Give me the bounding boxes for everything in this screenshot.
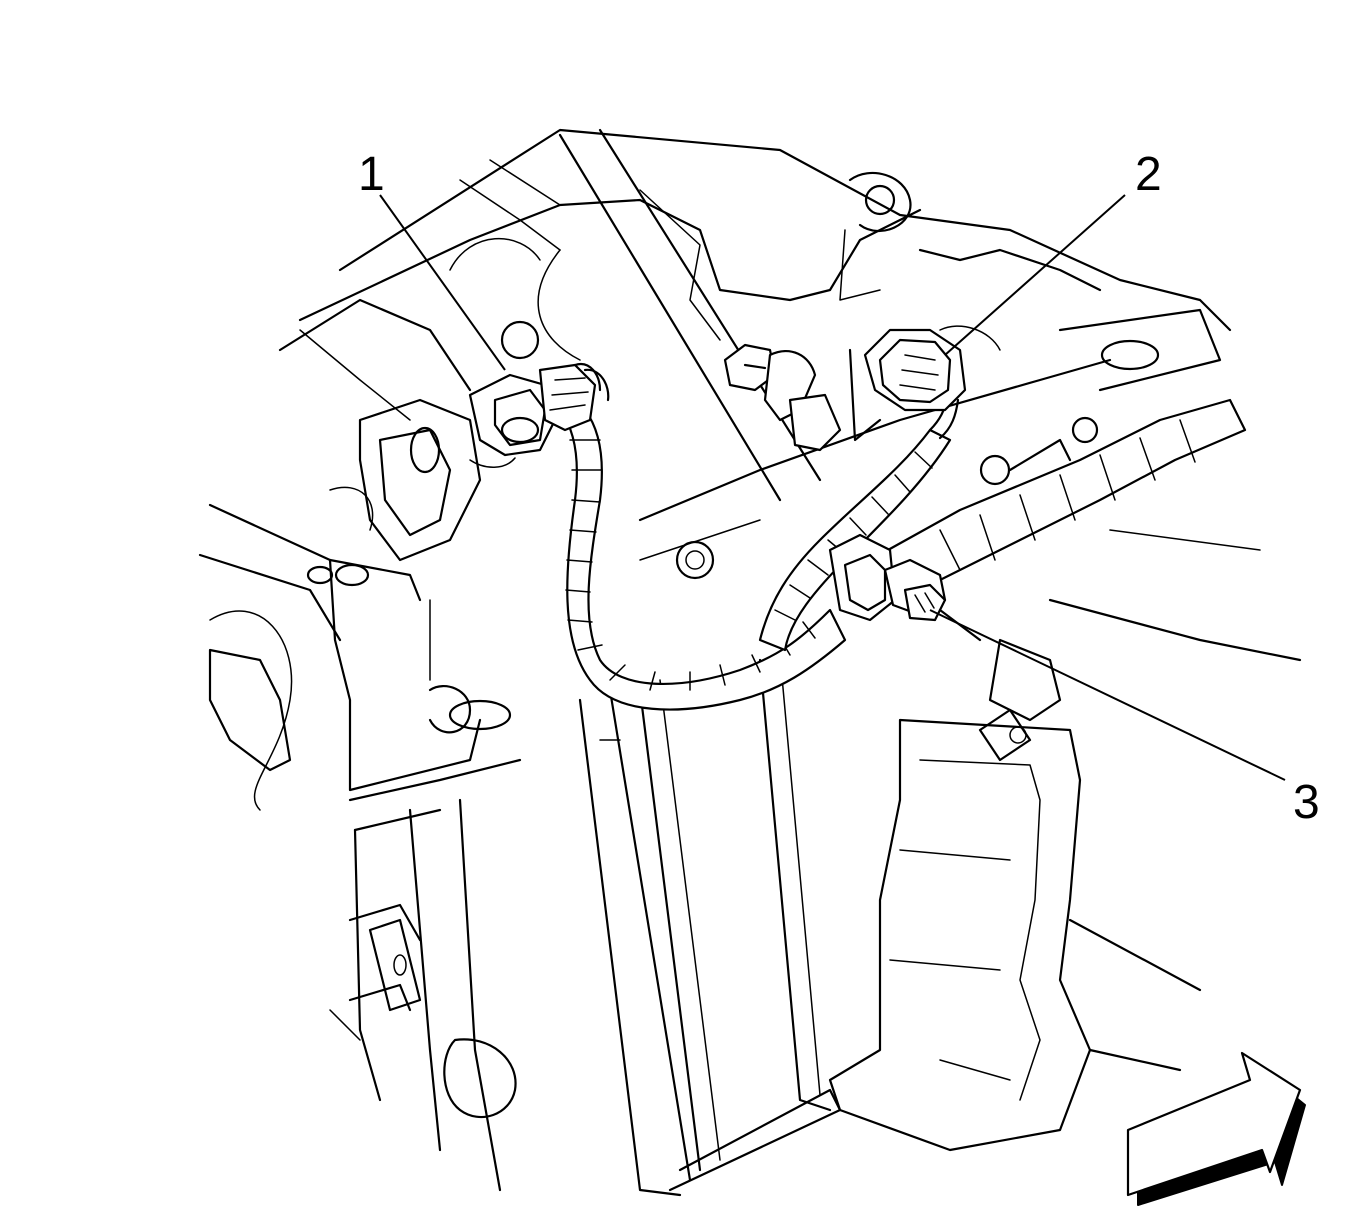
- callout-leaders: [379, 194, 1286, 781]
- leader-line-2: [944, 194, 1126, 356]
- callout-label-1: 1: [358, 148, 385, 201]
- center-panel: [578, 654, 842, 1197]
- callout-label-2: 2: [1135, 148, 1162, 201]
- leader-line-1: [379, 194, 506, 371]
- harness-connector-3: [828, 533, 982, 642]
- engine-block: [278, 128, 1232, 580]
- knock-sensor-1: [468, 362, 610, 468]
- leader-line-3: [929, 609, 1286, 781]
- right-heat-shield: [828, 529, 1302, 1152]
- left-mount-bracket: [198, 398, 512, 811]
- right-harness-tube: [868, 398, 1247, 602]
- lower-rail: [329, 758, 522, 1192]
- knock-sensor-2: [723, 328, 967, 452]
- callout-label-3: 3: [1293, 776, 1320, 829]
- front-direction-arrow-icon: [1126, 1051, 1306, 1206]
